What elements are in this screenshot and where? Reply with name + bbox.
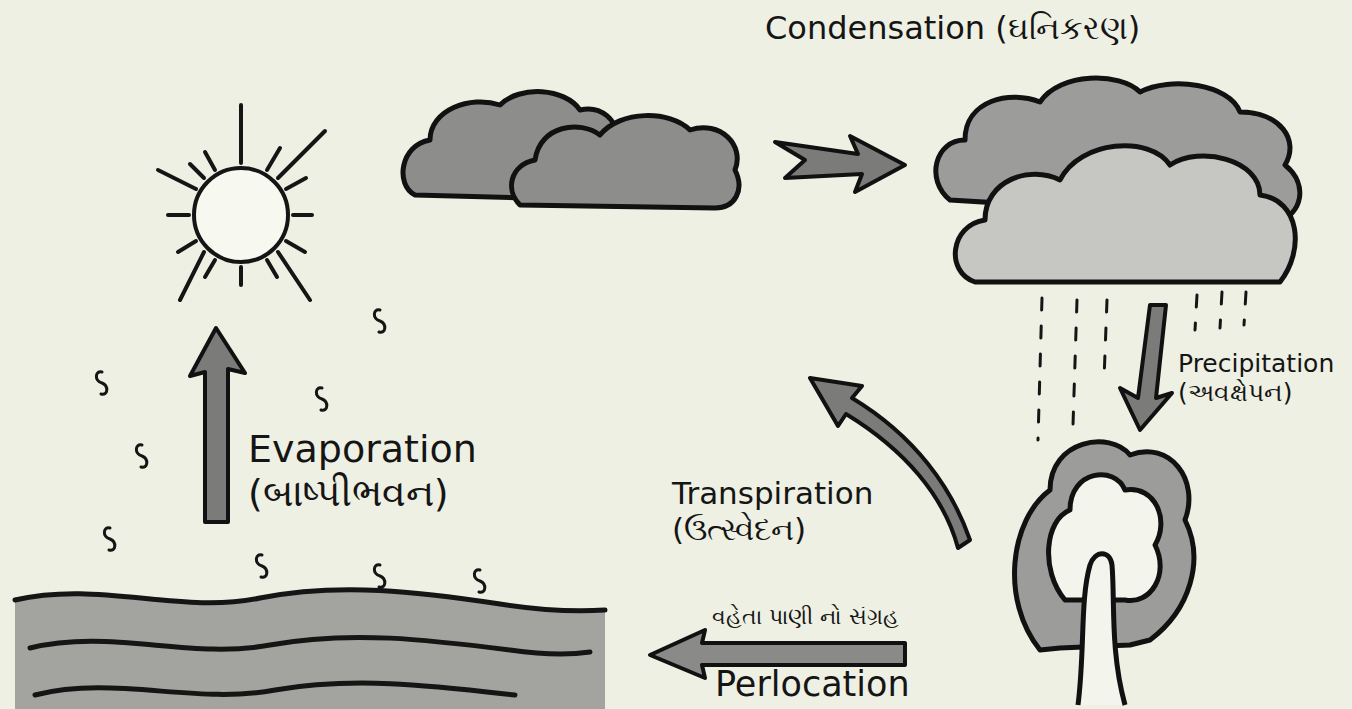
process-label: Perlocation xyxy=(715,664,975,704)
arrow xyxy=(810,378,970,548)
process-label: Condensation (ઘનિકરણ) xyxy=(765,10,1325,47)
arrow xyxy=(190,328,245,522)
tree xyxy=(1015,442,1194,705)
process-label: Precipitation (અવક્ષેપન) xyxy=(1178,350,1348,408)
label-text: Perlocation xyxy=(715,664,910,704)
process-label: Evaporation (બાષ્પીભવન) xyxy=(248,428,528,515)
rain-cloud xyxy=(936,78,1300,282)
sea xyxy=(15,590,605,709)
arrow xyxy=(1120,305,1172,430)
sea-waves xyxy=(15,590,605,695)
label-text: Condensation (ઘનિકરણ) xyxy=(765,9,1140,47)
process-label: વહેતા પાણી નો સંગ્રહ xyxy=(712,604,972,629)
sun xyxy=(158,105,325,300)
cloud xyxy=(403,92,739,208)
process-label: Transpiration (ઉત્સ્વેદન) xyxy=(672,476,912,547)
label-text: વહેતા પાણી નો સંગ્રહ xyxy=(712,604,899,629)
label-text: Transpiration (ઉત્સ્વેદન) xyxy=(672,475,873,547)
vapour-marks xyxy=(96,310,484,593)
arrow xyxy=(775,136,905,192)
label-text: Precipitation (અવક્ષેપન) xyxy=(1178,349,1334,407)
label-text: Evaporation (બાષ્પીભવન) xyxy=(248,427,477,515)
